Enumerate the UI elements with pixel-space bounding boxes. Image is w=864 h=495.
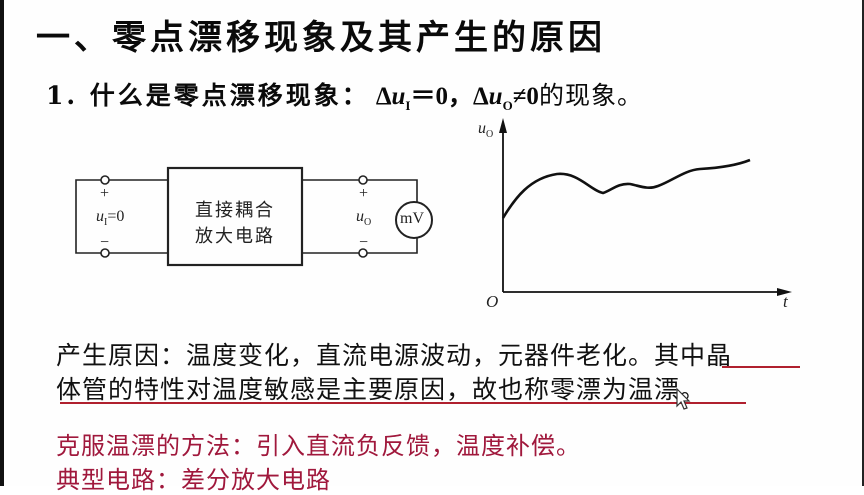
definition-formula: ΔuI＝0，ΔuO≠0的现象。 [375, 83, 643, 113]
causes-line-2: 体管的特性对温度敏感是主要原因，故也称零漂为温漂。 [56, 375, 707, 404]
right-border [862, 0, 864, 486]
output-terminal-plus [358, 175, 368, 185]
millivoltmeter-icon [395, 201, 433, 239]
annotation-underline-2 [60, 402, 746, 404]
input-voltage-label: uI=0 [96, 208, 125, 229]
y-axis-label: uO [478, 120, 494, 141]
subtitle: 1. 什么是零点漂移现象：ΔuI＝0，ΔuO≠0的现象。 [46, 76, 643, 114]
mouse-cursor-icon [676, 388, 691, 410]
drift-curve [501, 158, 751, 219]
input-plus-sign: + [100, 185, 110, 202]
subtitle-prefix: 1. 什么是零点漂移现象： [46, 81, 370, 110]
output-voltage-label: uO [356, 208, 372, 229]
causes-line-1: 产生原因：温度变化，直流电源波动，元器件老化。其中晶 [56, 341, 733, 370]
meter-label: mV [400, 210, 424, 227]
y-axis-arrow-icon [499, 118, 507, 133]
output-plus-sign: + [359, 185, 369, 202]
drift-graph [499, 118, 792, 296]
output-minus-sign: − [359, 234, 369, 251]
input-terminal-plus [100, 175, 110, 185]
remedy-line: 克服温漂的方法：引入直流负反馈，温度补偿。 [56, 432, 581, 460]
x-axis-label: t [783, 292, 788, 311]
amplifier-box [166, 166, 304, 267]
output-terminal-minus [358, 248, 368, 258]
left-border [0, 0, 4, 486]
page-title: 一、零点漂移现象及其产生的原因 [36, 18, 606, 58]
circuit-diagram [75, 166, 433, 267]
annotation-underline-1 [722, 366, 800, 368]
x-axis-arrow-icon [777, 288, 792, 296]
origin-label: O [486, 292, 499, 311]
input-minus-sign: − [100, 234, 110, 251]
slide [4, 0, 862, 486]
typical-circuit-line: 典型电路：差分放大电路 [56, 466, 331, 494]
amplifier-label: 直接耦合 放大电路 [195, 200, 275, 247]
input-terminal-minus [100, 248, 110, 258]
